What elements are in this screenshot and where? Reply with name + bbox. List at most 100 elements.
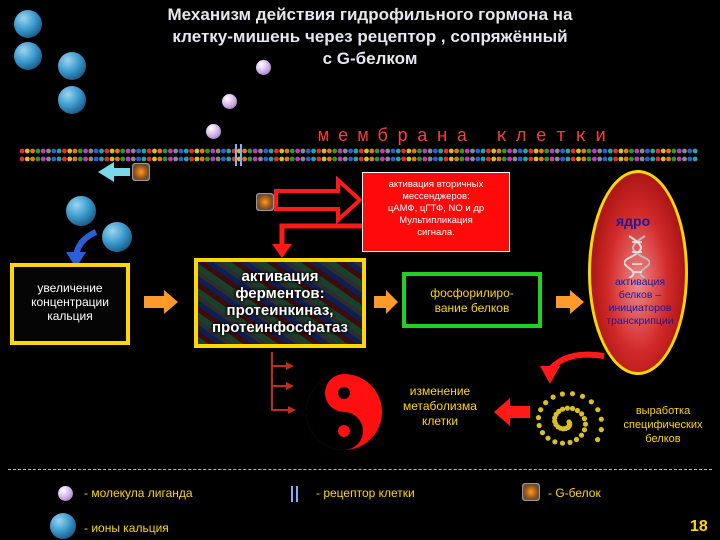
protein-bead	[595, 437, 601, 443]
proteins-line-2: специфических	[623, 419, 703, 431]
orange-arrow-1	[144, 290, 178, 314]
membrane-lipid	[369, 148, 375, 154]
membrane-lipid	[274, 156, 279, 162]
metabolism-line-3: клетки	[421, 414, 459, 428]
membrane-lipid	[115, 156, 120, 162]
calcium-line-3: кальция	[47, 309, 93, 323]
membrane-lipid	[51, 148, 57, 154]
membrane-lipid	[634, 156, 640, 162]
calcium-ion-icon	[14, 42, 42, 70]
proteins-line-1: выработка	[635, 405, 691, 417]
messenger-line-1: активация вторичных	[388, 179, 484, 190]
membrane-lipid	[406, 148, 412, 154]
membrane-lipid	[99, 156, 104, 162]
membrane-receptor-icon	[235, 144, 242, 166]
membrane-lipid	[30, 156, 35, 162]
protein-bead	[588, 399, 594, 405]
legend-receptor-icon	[291, 486, 298, 502]
protein-bead	[578, 432, 585, 438]
membrane-lipid	[337, 156, 343, 162]
membrane-lipid	[252, 148, 258, 154]
membrane-lipid	[369, 156, 375, 162]
dna-helix-icon	[624, 235, 650, 278]
title-line-3: с G-белком	[322, 49, 418, 68]
membrane-lipid	[268, 156, 274, 162]
phospho-line-1: фосфорилиро-	[430, 286, 514, 300]
title-line-2: клетку-мишень через рецептор , сопряжённ…	[172, 27, 568, 46]
membrane-lipid	[295, 156, 300, 162]
calcium-ion-icon	[58, 52, 86, 80]
membrane-lipid	[496, 156, 502, 162]
membrane-lipid	[438, 156, 444, 162]
membrane-lipid	[337, 148, 343, 154]
membrane-lipid	[199, 156, 205, 162]
protein-bead	[543, 400, 549, 406]
membrane-lipid	[125, 156, 131, 162]
protein-bead	[564, 405, 570, 411]
membrane-lipid	[210, 156, 216, 162]
membrane-lipid	[289, 156, 295, 162]
membrane-lipid	[56, 148, 62, 154]
membrane-lipid	[602, 156, 608, 162]
membrane-lipid	[88, 156, 94, 162]
membrane-lipid	[380, 148, 385, 154]
protein-bead	[545, 435, 551, 441]
membrane-lipid	[576, 156, 581, 162]
membrane-lipid	[247, 148, 253, 154]
membrane-lipid	[305, 148, 311, 154]
protein-bead	[556, 408, 562, 414]
membrane-lipid	[295, 148, 300, 154]
enzymes-line-4: протеинфосфатаз	[211, 319, 348, 336]
membrane-lipid	[613, 148, 618, 154]
legend-ligand-icon	[58, 486, 73, 501]
membrane-lipid	[539, 156, 544, 162]
membrane-lipid	[507, 156, 512, 162]
membrane-lipid	[576, 148, 581, 154]
membrane-lipid	[358, 148, 364, 154]
membrane-lipid	[486, 156, 491, 162]
nucleus-text: активация белков – инициаторов транскрип…	[592, 276, 688, 328]
membrane-lipid	[417, 156, 422, 162]
protein-bead	[582, 421, 589, 427]
membrane-lipid	[692, 148, 698, 154]
membrane-lipid	[130, 156, 136, 162]
membrane-lipid	[348, 148, 353, 154]
membrane-lipid	[554, 148, 560, 154]
nucleus-line-3: инициаторов	[608, 302, 672, 314]
membrane-lipid	[639, 156, 645, 162]
membrane-lipid	[162, 148, 168, 154]
metabolism-line-2: метаболизма	[403, 399, 477, 413]
protein-bead	[598, 427, 604, 433]
membrane-lipid	[470, 156, 475, 162]
g-protein-icon	[132, 163, 150, 181]
nucleus-label: ядро	[616, 213, 651, 229]
protein-synthesis-text: выработка специфических белков	[608, 404, 718, 446]
enzymes-line-2: ферментов:	[235, 285, 325, 302]
membrane-lipid	[252, 156, 258, 162]
membrane-lipid	[226, 148, 232, 154]
calcium-line-2: концентрации	[31, 295, 109, 309]
membrane-lipid	[517, 148, 523, 154]
membrane-lipid	[406, 156, 412, 162]
membrane-lipid	[395, 148, 401, 154]
membrane-lipid	[311, 148, 316, 154]
membrane-lipid	[353, 156, 359, 162]
membrane-lipid	[162, 156, 168, 162]
protein-bead	[574, 407, 580, 414]
membrane-lipid	[136, 156, 142, 162]
membrane-lipid	[130, 148, 136, 154]
metabolism-text: изменение метаболизма клетки	[380, 384, 500, 429]
membrane-lipid	[602, 148, 608, 154]
membrane-lipid	[327, 148, 332, 154]
membrane-lipid	[226, 156, 232, 162]
enzymes-line-1: активация	[241, 268, 319, 285]
membrane-lipid	[629, 156, 634, 162]
membrane-lipid	[157, 156, 163, 162]
protein-bead	[581, 427, 588, 433]
membrane-lipid	[311, 156, 316, 162]
membrane-lipid	[676, 148, 682, 154]
membrane-lipid	[470, 148, 475, 154]
membrane-lipid	[194, 156, 200, 162]
membrane-lipid	[67, 148, 73, 154]
membrane-lipid	[210, 148, 216, 154]
